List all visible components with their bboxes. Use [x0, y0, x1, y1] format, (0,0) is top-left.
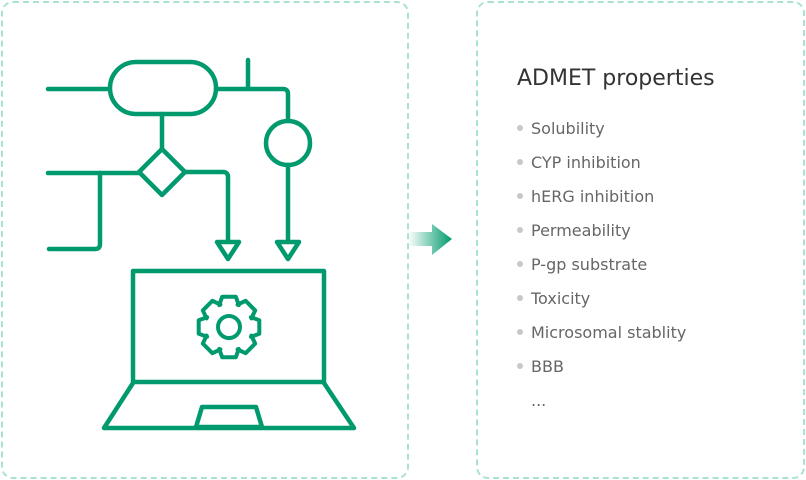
- arrow-head-right: [274, 239, 302, 262]
- arrow-head-left: [214, 239, 242, 262]
- bullet-icon: [517, 329, 523, 335]
- bullet-icon: [517, 125, 523, 131]
- bullet-icon: [517, 159, 523, 165]
- list-item: hERG inhibition: [517, 179, 686, 213]
- list-item: Toxicity: [517, 281, 686, 315]
- list-item: CYP inhibition: [517, 145, 686, 179]
- admet-panel: [476, 1, 805, 479]
- list-item: Permeability: [517, 213, 686, 247]
- list-item: BBB: [517, 349, 686, 383]
- gear-icon: [196, 294, 262, 360]
- bullet-icon: [517, 193, 523, 199]
- gear-hole: [216, 314, 242, 340]
- property-list: Solubility CYP inhibition hERG inhibitio…: [517, 111, 686, 417]
- decision-diamond: [136, 146, 188, 198]
- more-ellipsis: ...: [531, 390, 547, 410]
- connector-diamond-arrow: [182, 169, 231, 244]
- laptop-screen: [130, 268, 327, 385]
- panel-title: ADMET properties: [517, 66, 715, 91]
- input-line-bottom: [46, 170, 103, 252]
- bullet-icon: [517, 261, 523, 267]
- arrow-right-icon: [408, 224, 452, 255]
- process-circle: [263, 118, 313, 168]
- list-item: Microsomal stablity: [517, 315, 686, 349]
- list-item: Solubility: [517, 111, 686, 145]
- bullet-icon: [517, 363, 523, 369]
- bullet-icon: [517, 227, 523, 233]
- process-pill: [107, 59, 219, 117]
- connector-pill-circle: [213, 86, 291, 123]
- list-item: P-gp substrate: [517, 247, 686, 281]
- laptop-trackpad: [193, 404, 265, 430]
- bullet-icon: [517, 295, 523, 301]
